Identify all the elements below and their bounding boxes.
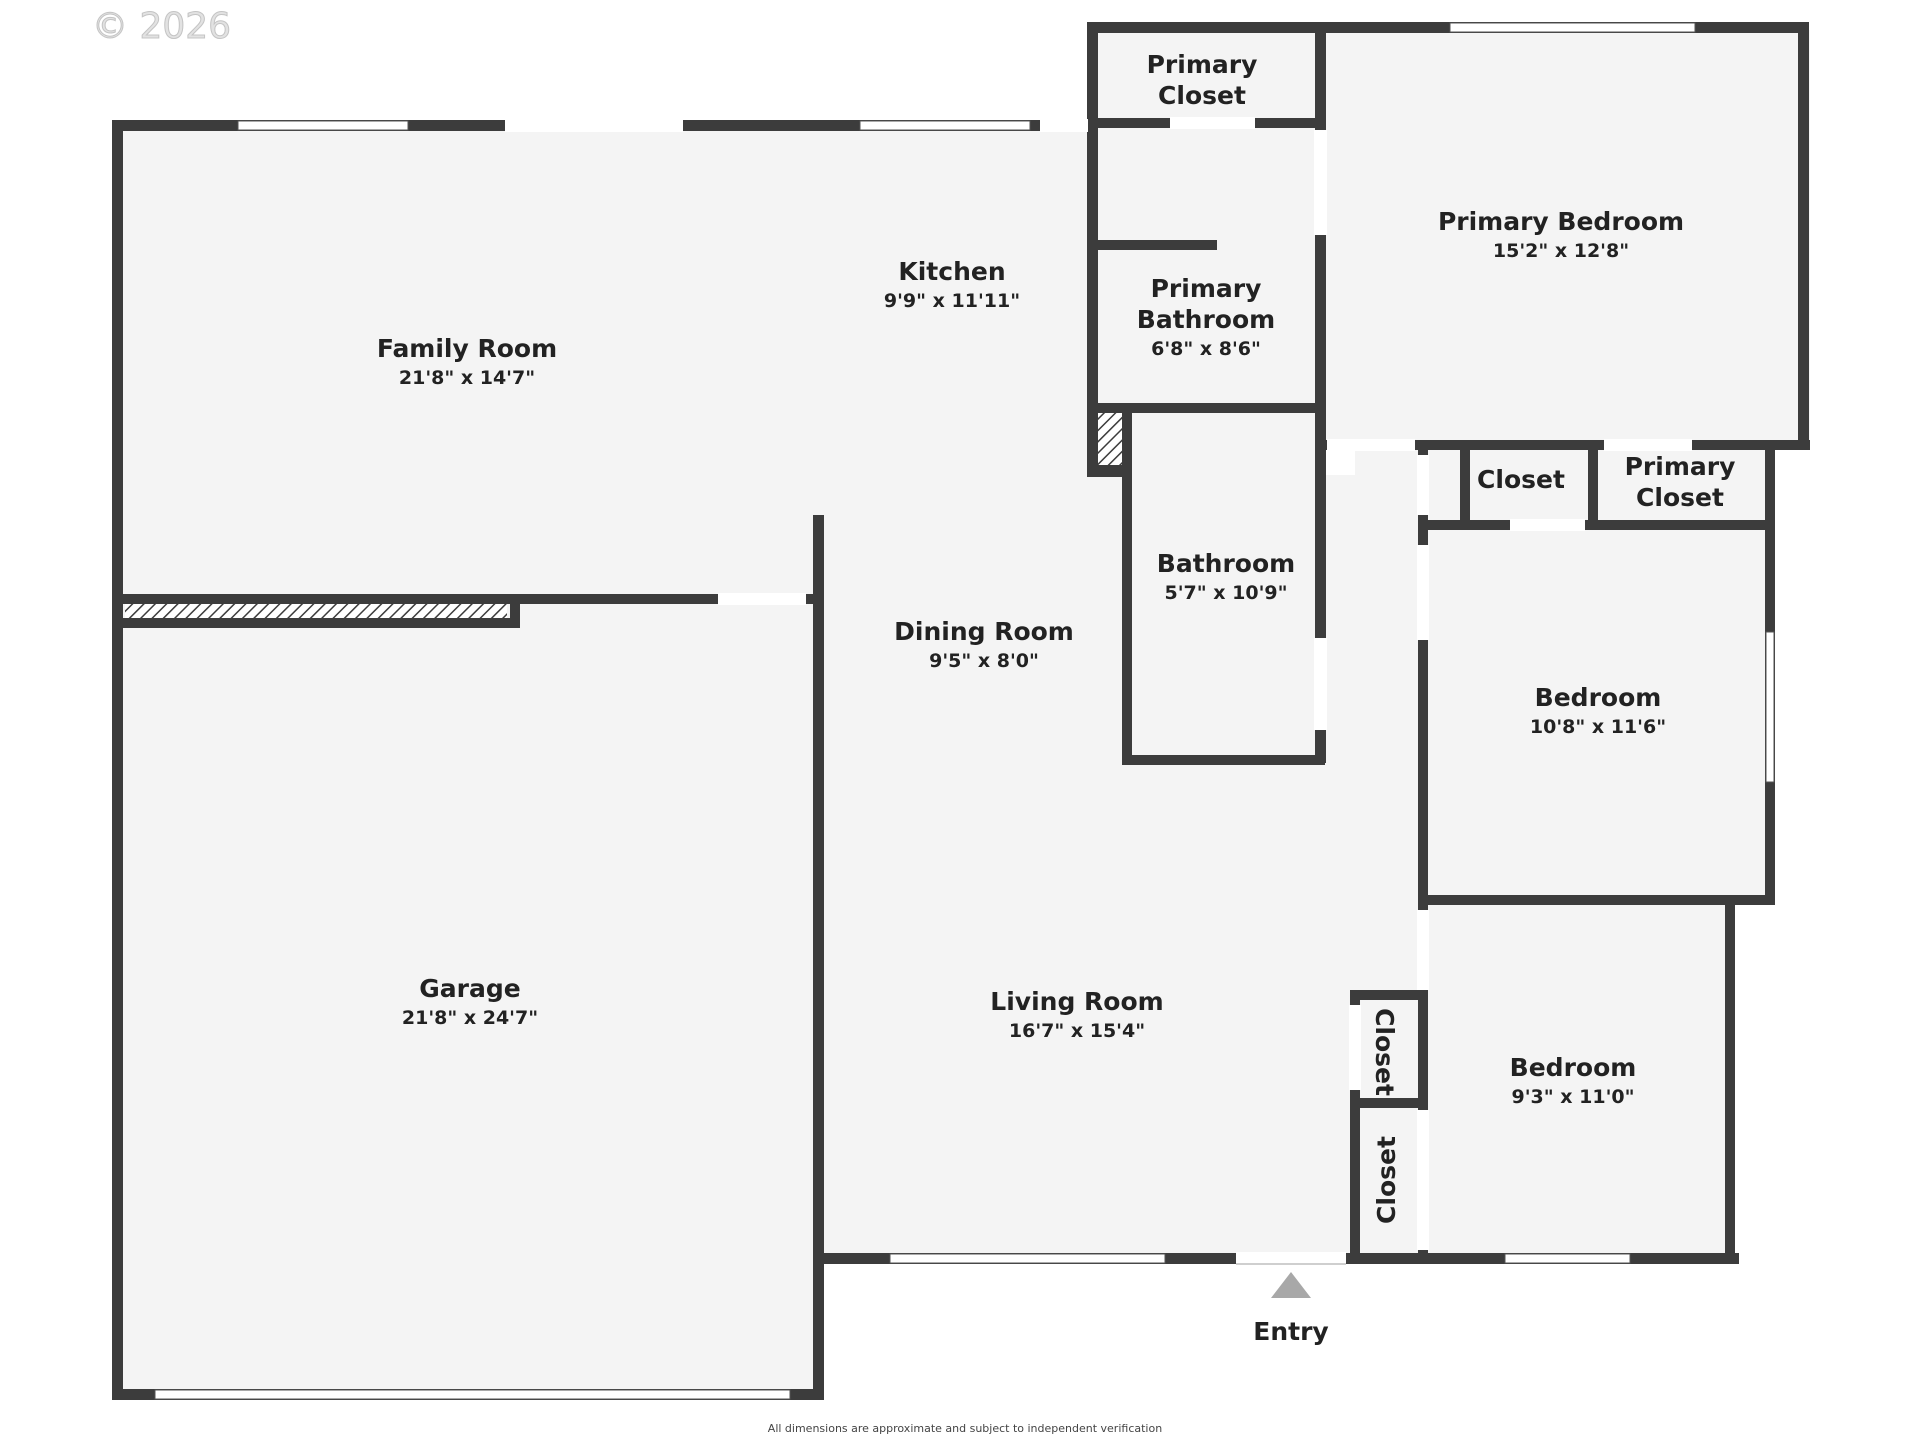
room-garage: Garage 21'8" x 24'7" [402, 974, 538, 1029]
room-kitchen: Kitchen 9'9" x 11'11" [884, 257, 1020, 312]
room-name: Family Room [377, 334, 557, 363]
room-closet-small: Closet [1477, 465, 1565, 494]
room-primary-bedroom: Primary Bedroom 15'2" x 12'8" [1438, 207, 1684, 262]
room-name-line2: Closet [1158, 81, 1246, 110]
room-bathroom: Bathroom 5'7" x 10'9" [1157, 549, 1295, 604]
room-dimensions: 10'8" x 11'6" [1530, 716, 1666, 738]
room-name: Closet [1477, 465, 1565, 494]
room-name-line1: Primary [1625, 452, 1736, 481]
room-dimensions: 9'3" x 11'0" [1511, 1086, 1634, 1108]
room-dimensions: 5'7" x 10'9" [1164, 582, 1287, 604]
room-dimensions: 21'8" x 24'7" [402, 1007, 538, 1029]
windows [154, 22, 1775, 1400]
room-name: Living Room [990, 987, 1163, 1016]
room-primary-closet-top: Primary Closet [1147, 50, 1258, 110]
room-dimensions: 9'9" x 11'11" [884, 290, 1020, 312]
entry-arrow-icon [1271, 1272, 1311, 1298]
room-name: Dining Room [894, 617, 1074, 646]
room-dimensions: 21'8" x 14'7" [399, 367, 535, 389]
copyright-watermark: © 2026 [92, 6, 231, 47]
disclaimer-text: All dimensions are approximate and subje… [768, 1422, 1162, 1435]
floor-fill [118, 30, 1810, 1395]
room-name: Primary Bedroom [1438, 207, 1684, 236]
room-name-line1: Primary [1151, 274, 1262, 303]
room-name-line2: Bathroom [1137, 305, 1275, 334]
room-dimensions: 16'7" x 15'4" [1009, 1020, 1145, 1042]
room-name: Bathroom [1157, 549, 1295, 578]
room-dining-room: Dining Room 9'5" x 8'0" [894, 617, 1074, 672]
room-closet-hall-lower: Closet [1372, 1136, 1401, 1224]
room-bedroom-lower: Bedroom 9'3" x 11'0" [1510, 1053, 1637, 1108]
entry-label: Entry [1253, 1317, 1328, 1346]
room-dimensions: 9'5" x 8'0" [929, 650, 1039, 672]
room-dimensions: 6'8" x 8'6" [1151, 338, 1261, 360]
room-primary-closet-side: Primary Closet [1625, 452, 1736, 512]
room-name: Closet [1372, 1136, 1401, 1224]
room-name-line1: Primary [1147, 50, 1258, 79]
room-dimensions: 15'2" x 12'8" [1493, 240, 1629, 262]
room-name: Kitchen [898, 257, 1005, 286]
room-name-line2: Closet [1636, 483, 1724, 512]
room-family-room: Family Room 21'8" x 14'7" [377, 334, 557, 389]
room-name: Bedroom [1535, 683, 1662, 712]
room-living-room: Living Room 16'7" x 15'4" [990, 987, 1163, 1042]
door-openings [505, 117, 1692, 1265]
room-primary-bathroom: Primary Bathroom 6'8" x 8'6" [1137, 274, 1275, 360]
room-name: Closet [1370, 1008, 1399, 1096]
room-closet-hall-upper: Closet [1370, 1008, 1399, 1096]
room-name: Garage [419, 974, 520, 1003]
room-bedroom-upper: Bedroom 10'8" x 11'6" [1530, 683, 1666, 738]
room-name: Bedroom [1510, 1053, 1637, 1082]
